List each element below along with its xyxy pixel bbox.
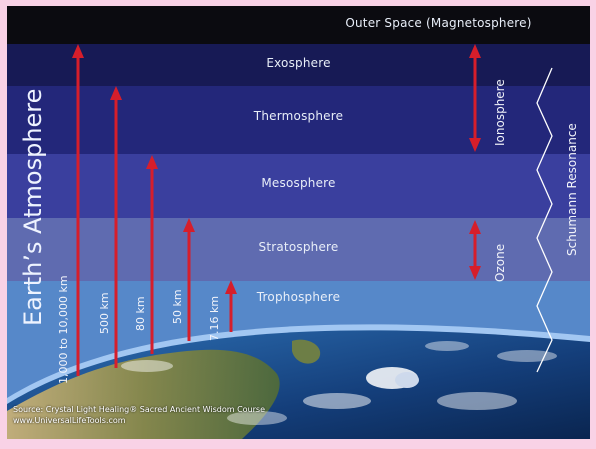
altitude-label-500-km: 500 km — [98, 292, 111, 334]
diagram-title: Earth’s Atmosphere — [19, 88, 47, 326]
trophosphere-label: Trophosphere — [256, 290, 341, 304]
thermosphere-band: Thermosphere — [7, 86, 590, 154]
altitude-arrow-stratosphere — [183, 218, 195, 341]
atmosphere-diagram: Outer Space (Magnetosphere) Exosphere Th… — [7, 6, 590, 439]
stratosphere-band: Stratosphere — [7, 218, 590, 281]
earth-clouds — [121, 341, 557, 425]
altitude-arrow-mesosphere — [146, 155, 158, 354]
mesosphere-label: Mesosphere — [261, 176, 336, 190]
schumann-wave-line — [536, 67, 553, 373]
altitude-arrow-exosphere — [72, 44, 84, 376]
altitude-label-1000-10000-km: 1,000 to 10,000 km — [57, 275, 70, 384]
exosphere-band: Exosphere — [7, 44, 590, 86]
ozone-label: Ozone — [493, 243, 507, 282]
outer-space-band: Outer Space (Magnetosphere) — [7, 6, 590, 44]
altitude-label-7-16-km: 7.16 km — [208, 295, 221, 341]
source-credit: Source: Crystal Light Healing® Sacred An… — [13, 404, 265, 426]
ozone-double-arrow — [469, 220, 481, 280]
altitude-arrows — [72, 44, 237, 376]
altitude-label-80-km: 80 km — [134, 296, 147, 331]
altitude-arrow-trophosphere — [225, 280, 237, 332]
outer-space-label: Outer Space (Magnetosphere) — [345, 16, 532, 30]
earth-image — [7, 44, 590, 439]
thermosphere-label: Thermosphere — [253, 109, 344, 123]
schumann-resonance-label: Schumann Resonance — [565, 123, 579, 256]
exosphere-label: Exosphere — [266, 56, 331, 70]
earth-land-east — [292, 339, 321, 364]
ionosphere-double-arrow — [469, 44, 481, 152]
source-website: www.UniversalLifeTools.com — [13, 416, 126, 425]
altitude-label-50-km: 50 km — [171, 289, 184, 324]
earth-land — [7, 349, 280, 439]
altitude-arrow-thermosphere — [110, 86, 122, 368]
mesosphere-band: Mesosphere — [7, 154, 590, 218]
source-credit-line: Source: Crystal Light Healing® Sacred An… — [13, 405, 266, 414]
stratosphere-label: Stratosphere — [258, 240, 339, 254]
ionosphere-label: Ionosphere — [493, 79, 507, 146]
